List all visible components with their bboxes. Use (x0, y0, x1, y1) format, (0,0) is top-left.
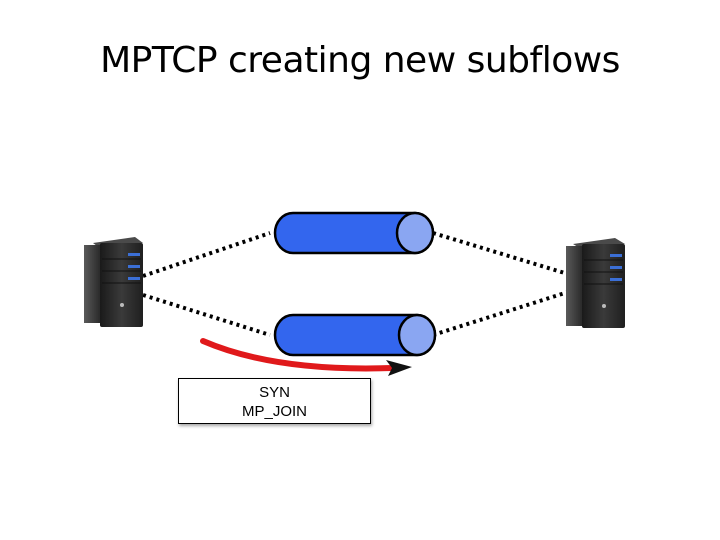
dotted-links (142, 231, 569, 337)
left-server-icon (84, 237, 143, 327)
link-left-bottom (142, 293, 271, 337)
subflow-bottom-pipe (273, 313, 437, 357)
syn-label: SYN (259, 384, 290, 401)
page-title: MPTCP creating new subflows (100, 40, 620, 81)
link-right-top (432, 231, 569, 276)
subflow-top-pipe (273, 211, 435, 255)
syn-mp-join-label-box: SYN MP_JOIN (178, 378, 371, 424)
link-right-bottom (432, 290, 569, 337)
mp-join-label: MP_JOIN (241, 403, 307, 420)
right-server-icon (566, 238, 625, 328)
syn-arrow (200, 338, 412, 376)
arrowhead-icon (386, 360, 412, 376)
link-left-top (142, 231, 271, 278)
